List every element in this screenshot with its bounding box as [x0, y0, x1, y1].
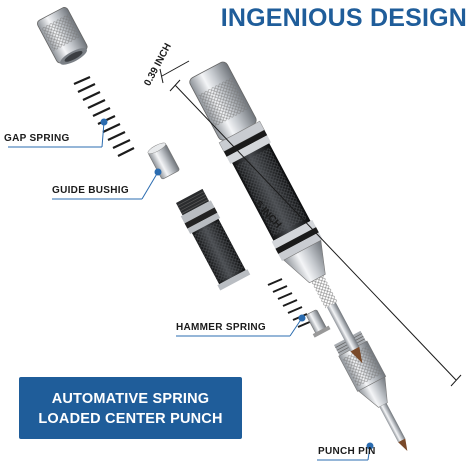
inner-body — [176, 188, 251, 291]
punch-pin-assembly — [334, 330, 408, 451]
product-banner: AUTOMATIVE SPRING LOADED CENTER PUNCH — [19, 377, 242, 439]
assembled-punch — [189, 61, 363, 364]
end-cap — [37, 7, 88, 65]
banner-line-2: LOADED CENTER PUNCH — [38, 411, 223, 427]
punch-pin-label: PUNCH PIN — [318, 446, 376, 457]
banner-text: AUTOMATIVE SPRING LOADED CENTER PUNCH — [19, 389, 242, 429]
banner-line-1: AUTOMATIVE SPRING — [51, 391, 210, 407]
hammer-spring-label: HAMMER SPRING — [176, 322, 267, 333]
hammer-pin — [306, 309, 331, 338]
hammer-spring — [267, 278, 313, 328]
guide-bushing-label: GUIDE BUSHIG — [52, 185, 129, 196]
guide-bushing — [147, 142, 180, 180]
gap-spring-label: GAP SPRING — [4, 133, 70, 144]
gap-spring — [73, 75, 135, 157]
page-title: INGENIOUS DESIGN — [220, 4, 467, 32]
callout-leaders — [8, 118, 374, 461]
dimension-lines — [159, 60, 462, 387]
